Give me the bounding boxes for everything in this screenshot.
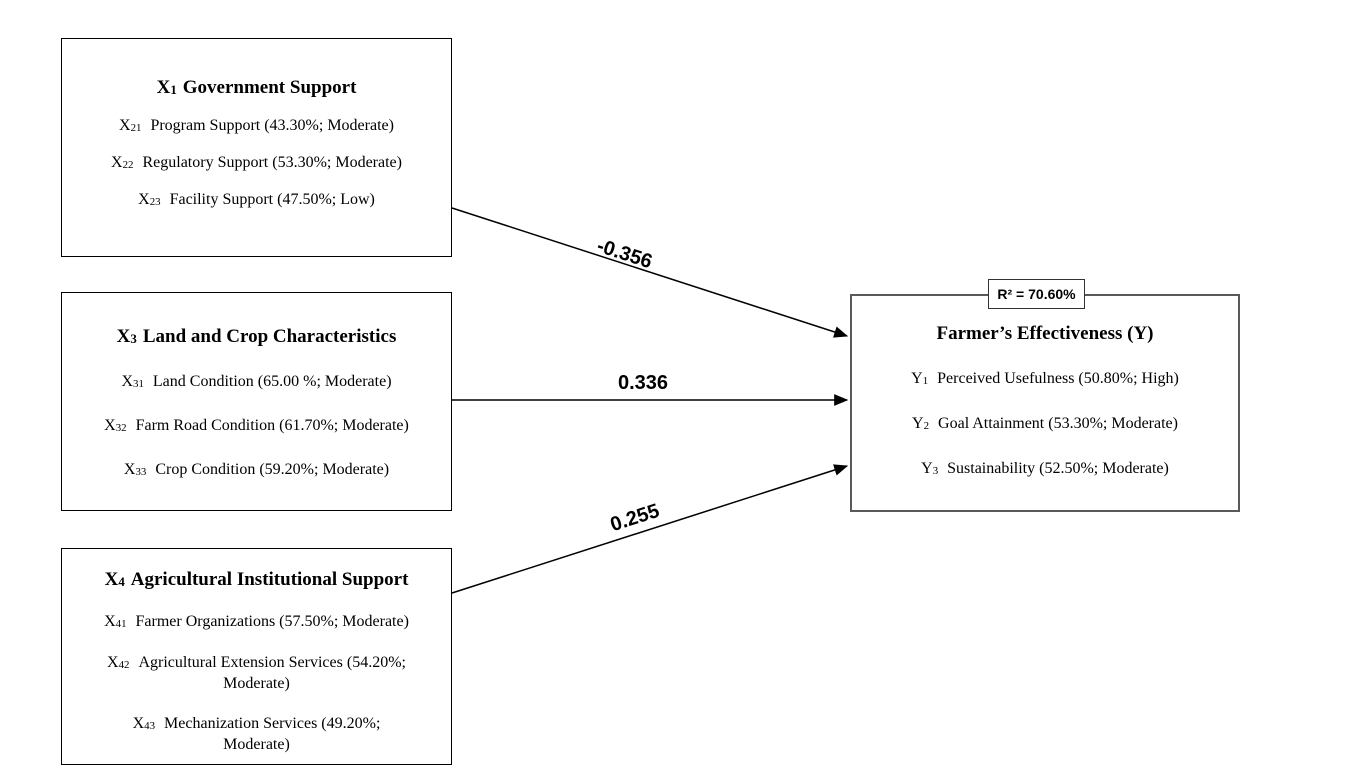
path-coefficient-x3-y: 0.336 (618, 372, 669, 394)
box-title: Farmer’s Effectiveness (Y) (937, 323, 1154, 345)
variable-subscript: 23 (149, 195, 161, 208)
variable-subscript: 41 (115, 617, 127, 630)
box-title: X1 Government Support (157, 77, 357, 100)
indicator-row: Y1 Perceived Usefulness (50.80%; High) (911, 369, 1179, 390)
indicator-text: Perceived Usefulness (50.80%; High) (937, 370, 1179, 387)
variable-subscript: 31 (133, 377, 144, 390)
indicator-text: Facility Support (47.50%; Low) (169, 191, 375, 208)
variable-code: X (116, 326, 131, 347)
variable-code: Y (912, 415, 924, 432)
variable-subscript: 4 (118, 573, 125, 589)
variable-code: X (104, 613, 116, 630)
indicator-row: X41 Farmer Organizations (57.50%; Moderat… (104, 612, 409, 633)
indicator-text-wrap: Moderate) (223, 675, 290, 692)
variable-code: Y (921, 460, 933, 477)
indicator-row: X33 Crop Condition (59.20%; Moderate) (124, 460, 389, 481)
indicator-text: Land Condition (65.00 %; Moderate) (152, 373, 392, 390)
indicator-row: Y3 Sustainability (52.50%; Moderate) (921, 459, 1169, 480)
variable-code: X (123, 461, 136, 478)
indicator-row: X23 Facility Support (47.50%; Low) (138, 190, 375, 211)
variable-subscript: 3 (932, 464, 939, 477)
variable-subscript: 1 (922, 374, 929, 387)
indicator-text: Farmer Organizations (57.50%; Moderate) (135, 613, 409, 630)
box-title-text: Government Support (182, 77, 357, 98)
indicator-row: X43 Mechanization Services (49.20%; Moder… (133, 714, 381, 755)
indicator-text: Program Support (43.30%; Moderate) (150, 117, 394, 134)
variable-code: X (119, 117, 131, 134)
indicator-row: Y2 Goal Attainment (53.30%; Moderate) (912, 414, 1178, 435)
arrow-x1-to-y (451, 207, 849, 338)
variable-subscript: 21 (130, 121, 142, 134)
variable-subscript: 32 (115, 421, 127, 434)
indicator-row: X31 Land Condition (65.00 %; Moderate) (121, 372, 391, 393)
indicator-row: X42 Agricultural Extension Services (54.2… (107, 653, 406, 694)
box-title-text: Farmer’s Effectiveness (Y) (936, 323, 1154, 344)
r-squared-badge: R² = 70.60% (988, 279, 1085, 309)
variable-code: X (104, 569, 119, 590)
path-coefficient-x4-y: 0.255 (607, 499, 663, 537)
indicator-text: Agricultural Extension Services (54.20%; (138, 654, 406, 671)
variable-code: X (156, 77, 171, 98)
variable-subscript: 2 (923, 419, 930, 432)
box-title-text: Land and Crop Characteristics (142, 326, 397, 347)
variable-subscript: 42 (118, 658, 130, 671)
variable-subscript: 33 (135, 465, 147, 478)
variable-code: X (121, 373, 134, 390)
indicator-text: Goal Attainment (53.30%; Moderate) (938, 415, 1178, 432)
variable-subscript: 3 (130, 330, 137, 346)
box-title-text: Agricultural Institutional Support (130, 569, 409, 590)
indicator-row: X32 Farm Road Condition (61.70%; Moderate… (104, 416, 409, 437)
box-title: X3 Land and Crop Characteristics (117, 326, 397, 349)
variable-code: Y (911, 370, 923, 387)
indicator-row: X21 Program Support (43.30%; Moderate) (119, 116, 394, 137)
variable-code: X (138, 191, 150, 208)
variable-code: X (104, 417, 116, 434)
indicator-text: Sustainability (52.50%; Moderate) (947, 460, 1169, 477)
variable-subscript: 22 (122, 158, 134, 171)
variable-subscript: 43 (144, 719, 156, 732)
variable-code: X (107, 654, 119, 671)
path-coefficient-x1-y: -0.356 (594, 234, 655, 274)
indicator-text: Farm Road Condition (61.70%; Moderate) (135, 417, 409, 434)
variable-code: X (111, 154, 123, 171)
indicator-text: Regulatory Support (53.30%; Moderate) (142, 154, 402, 171)
variable-code: X (132, 715, 145, 732)
indicator-text-wrap: Moderate) (223, 736, 290, 753)
indicator-row: X22 Regulatory Support (53.30%; Moderate) (111, 153, 402, 174)
variable-subscript: 1 (170, 81, 177, 97)
box-title: X4 Agricultural Institutional Support (105, 569, 409, 592)
arrow-x4-to-y (451, 464, 849, 594)
indicator-text: Mechanization Services (49.20%; (164, 715, 381, 732)
indicator-text: Crop Condition (59.20%; Moderate) (155, 461, 390, 478)
